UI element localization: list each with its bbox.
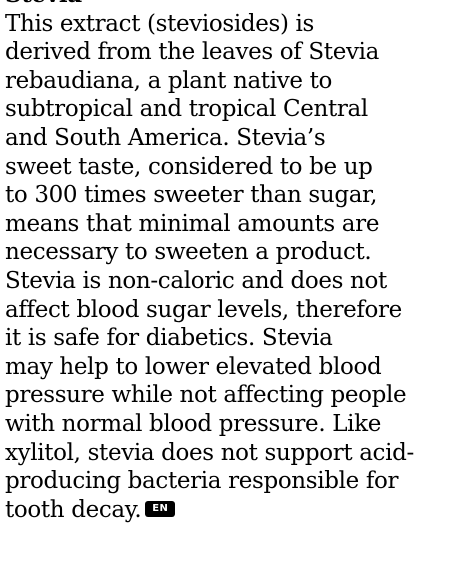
text-line: and South America. Stevia’s xyxy=(5,124,326,151)
language-badge-icon: EN xyxy=(145,500,176,517)
text-line: necessary to sweeten a product. xyxy=(5,239,372,266)
text-line: to 300 times sweeter than sugar, xyxy=(5,182,378,209)
text-line: means that minimal amounts are xyxy=(5,210,380,237)
text-line: subtropical and tropical Central xyxy=(5,96,368,123)
article: Stevia This extract (steviosides) is der… xyxy=(5,0,457,524)
text-line: Stevia is non-caloric and does not xyxy=(5,267,387,294)
text-line: may help to lower elevated blood xyxy=(5,353,382,380)
text-line: producing bacteria responsible for xyxy=(5,468,399,495)
text-line-last: tooth decay.EN xyxy=(5,496,457,525)
text-line: xylitol, stevia does not support acid- xyxy=(5,439,414,466)
text-line: with normal blood pressure. Like xyxy=(5,410,382,437)
text-line: pressure while not affecting people xyxy=(5,382,407,409)
text-line: affect blood sugar levels, therefore xyxy=(5,296,402,323)
text-line: derived from the leaves of Stevia xyxy=(5,39,379,66)
text-line: it is safe for diabetics. Stevia xyxy=(5,325,333,352)
text-line-last-text: tooth decay. xyxy=(5,496,142,523)
article-heading: Stevia xyxy=(5,0,457,10)
text-line: rebaudiana, a plant native to xyxy=(5,67,332,94)
text-line: sweet taste, considered to be up xyxy=(5,153,373,180)
text-line: This extract (steviosides) is xyxy=(5,10,315,37)
